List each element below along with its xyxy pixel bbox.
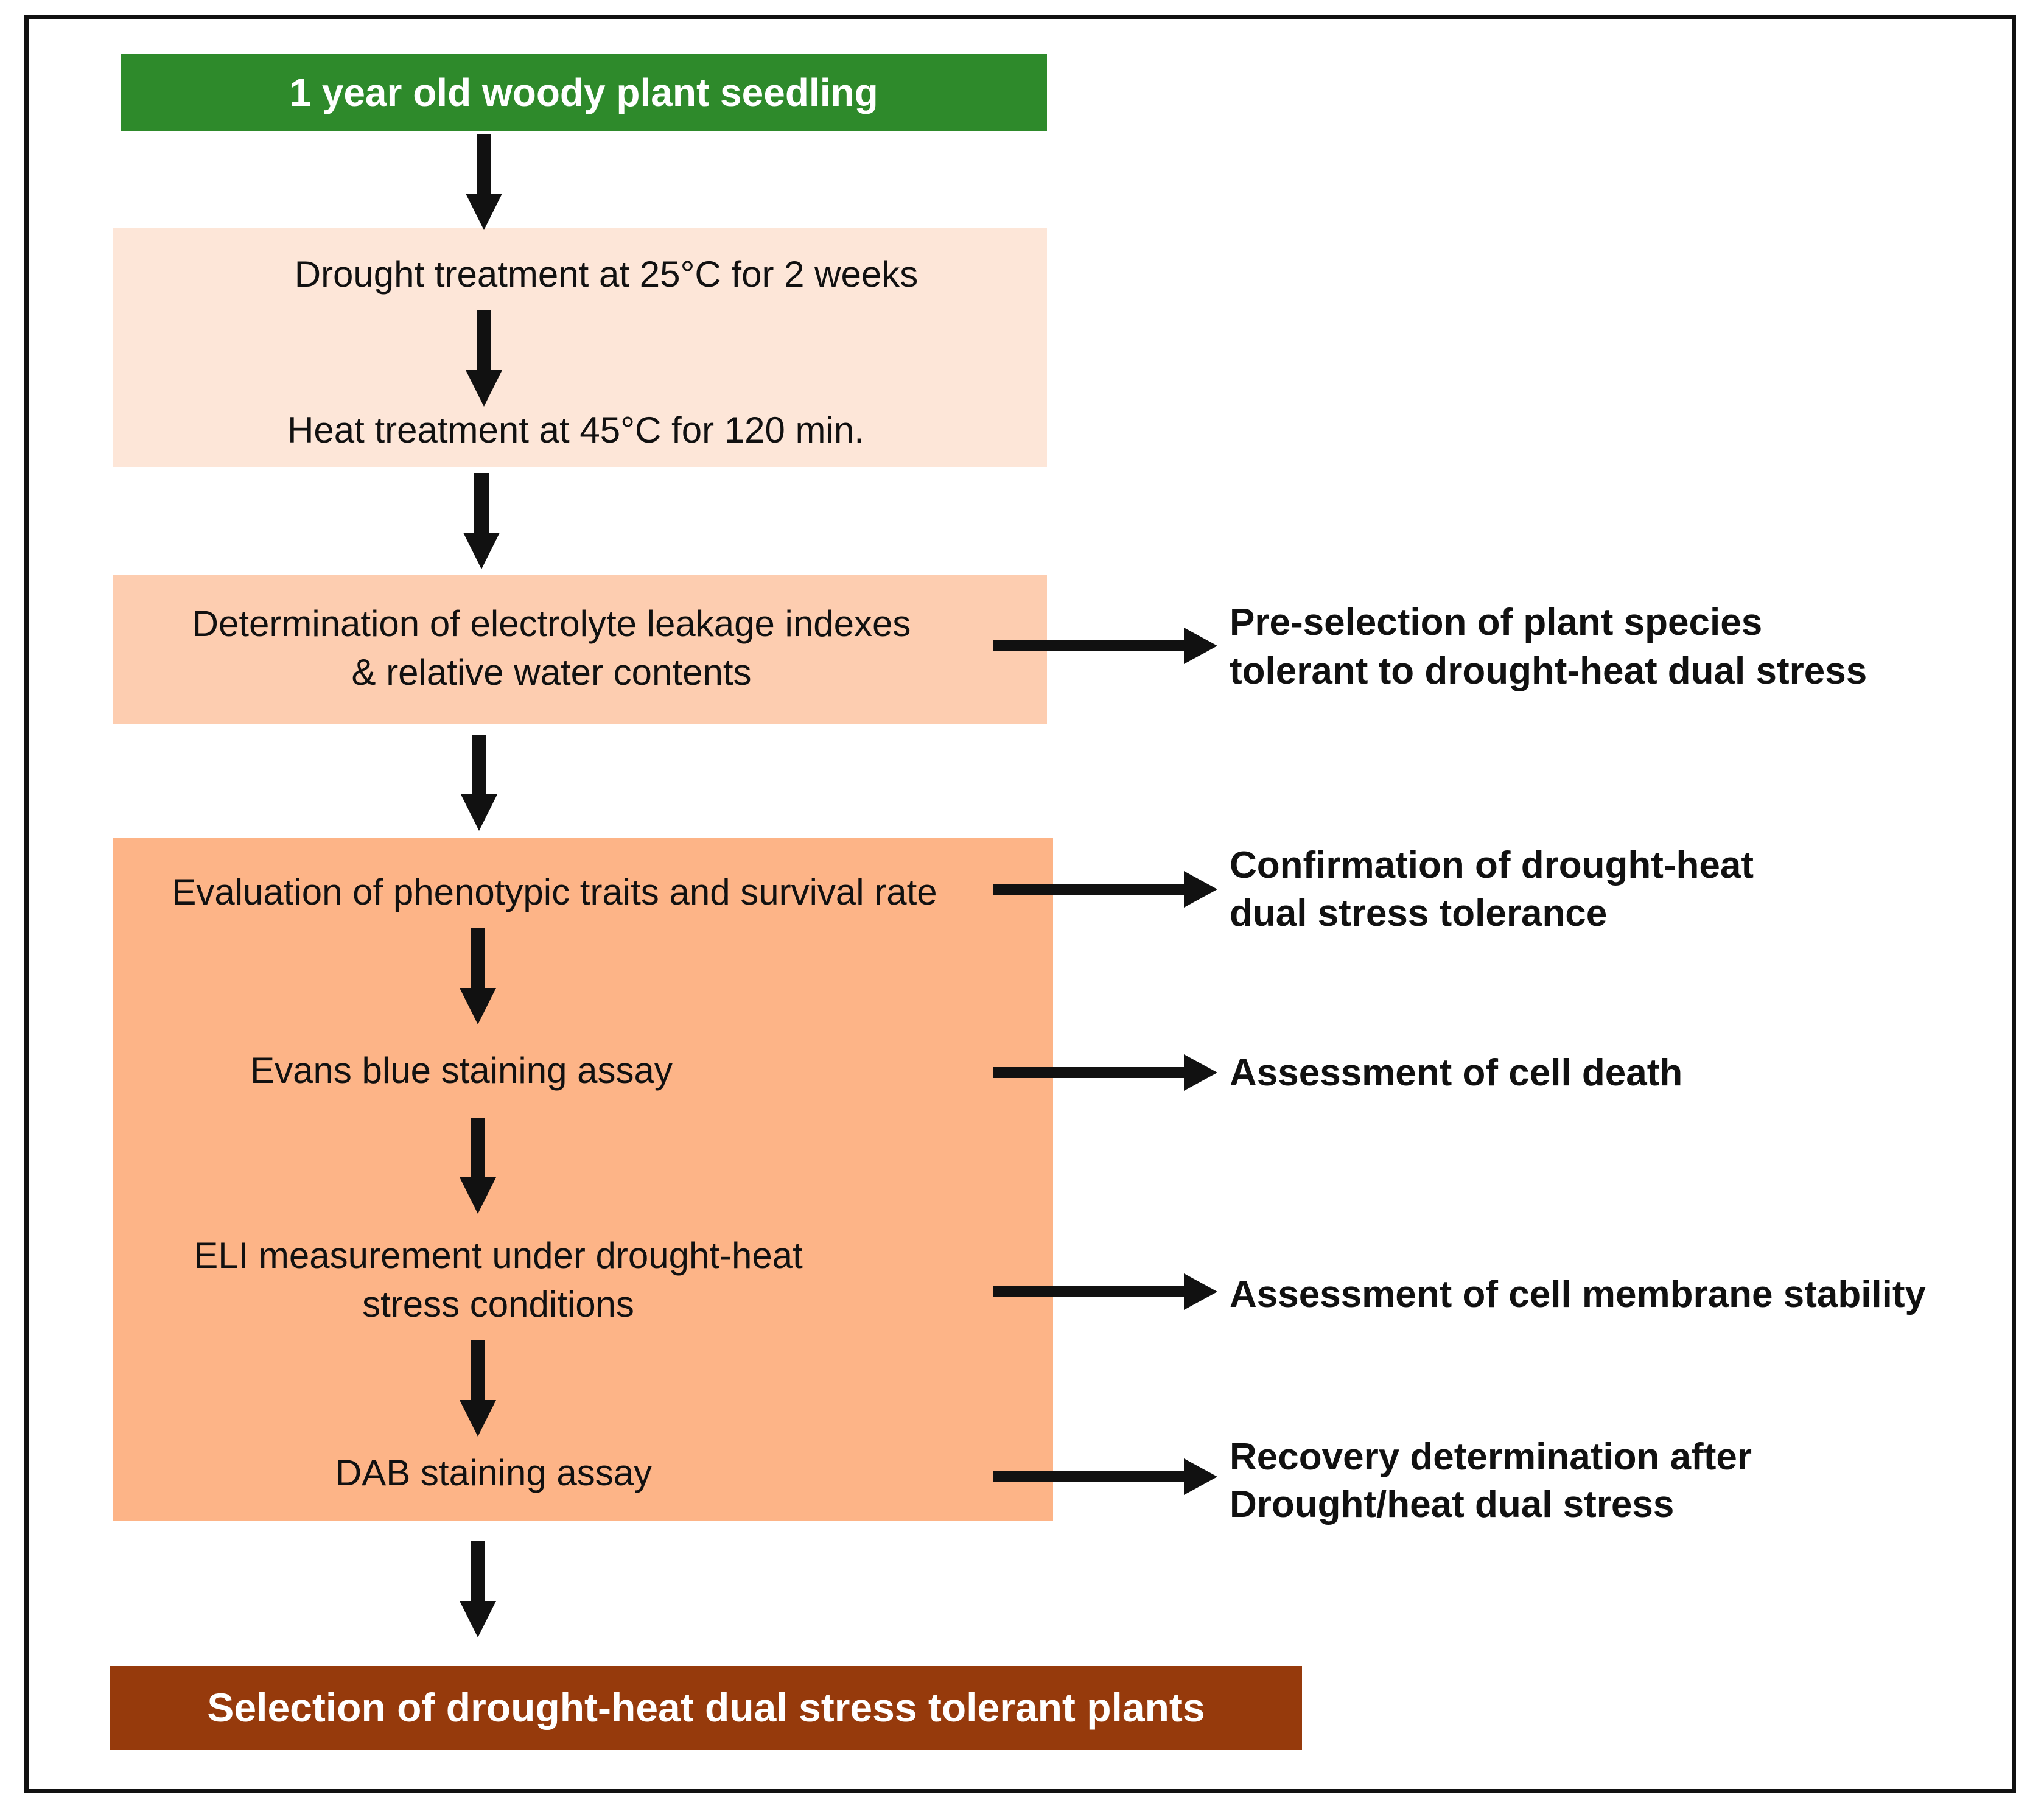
arrow-right-cell-death <box>993 1054 1217 1091</box>
confirmation-outcome-line2: dual stress tolerance <box>1230 892 1608 934</box>
eli-rwc-determination-line1: Determination of electrolyte leakage ind… <box>192 603 911 644</box>
recovery-outcome-line2: Drought/heat dual stress <box>1230 1483 1675 1525</box>
arrow-down-start-to-drought <box>466 134 502 230</box>
recovery-outcome-line1: Recovery determination after <box>1230 1436 1752 1478</box>
arrow-down-evans-to-eli <box>460 1118 496 1214</box>
arrow-down-eli-to-dab <box>460 1340 496 1437</box>
arrow-down-drought-to-heat <box>466 310 502 407</box>
drought-treatment-step: Drought treatment at 25°C for 2 weeks <box>294 254 919 295</box>
cell-death-outcome: Assessment of cell death <box>1230 1052 1683 1094</box>
preselection-outcome-line2: tolerant to drought-heat dual stress <box>1230 650 1867 692</box>
evans-blue-step: Evans blue staining assay <box>250 1050 673 1091</box>
arrow-down-phenotype-to-evans <box>460 928 496 1024</box>
figure-frame <box>24 15 2016 1793</box>
stage1-box: Drought treatment at 25°C for 2 weeks He… <box>113 228 1047 467</box>
arrow-down-stage2-to-stage3 <box>461 735 497 831</box>
eli-measurement-step-line2: stress conditions <box>362 1284 634 1325</box>
stage2-box: Determination of electrolyte leakage ind… <box>113 575 1047 724</box>
eli-measurement-step-line1: ELI measurement under drought-heat <box>194 1235 803 1276</box>
membrane-stability-outcome: Assessment of cell membrane stability <box>1230 1273 1927 1315</box>
stage3-box: Evaluation of phenotypic traits and surv… <box>113 838 1053 1521</box>
arrow-down-stage1-to-stage2 <box>463 473 500 569</box>
end-label: Selection of drought-heat dual stress to… <box>207 1685 1205 1730</box>
start-label: 1 year old woody plant seedling <box>289 71 878 114</box>
arrow-down-stage3-to-end <box>460 1541 496 1637</box>
arrow-right-confirmation <box>993 871 1217 908</box>
end-box: Selection of drought-heat dual stress to… <box>110 1666 1302 1750</box>
arrow-right-recovery <box>993 1458 1217 1495</box>
dab-staining-step: DAB staining assay <box>335 1452 653 1493</box>
heat-treatment-step: Heat treatment at 45°C for 120 min. <box>287 410 864 450</box>
confirmation-outcome-line1: Confirmation of drought-heat <box>1230 844 1754 886</box>
preselection-outcome-line1: Pre-selection of plant species <box>1230 601 1763 643</box>
arrow-right-membrane-stability <box>993 1273 1217 1310</box>
eli-rwc-determination-line2: & relative water contents <box>351 652 752 693</box>
arrow-right-preselection <box>993 628 1217 664</box>
phenotype-evaluation-step: Evaluation of phenotypic traits and surv… <box>172 872 937 912</box>
start-box: 1 year old woody plant seedling <box>121 54 1047 131</box>
